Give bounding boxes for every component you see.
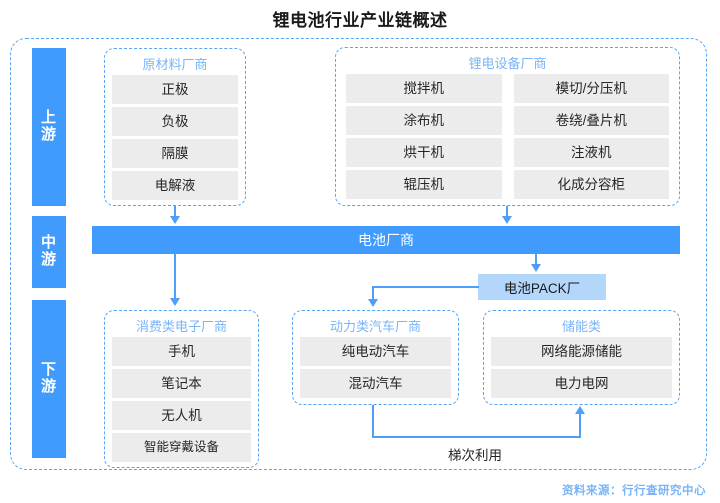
- raw-materials-item-list: 正极 负极 隔膜 电解液: [112, 75, 238, 200]
- group-lithium-equipment-title: 锂电设备厂商: [468, 56, 547, 71]
- consumer-item-list: 手机 笔记本 无人机 智能穿戴设备: [112, 337, 251, 462]
- list-item: 智能穿戴设备: [112, 433, 251, 462]
- page-title: 锂电池行业产业链概述: [272, 11, 448, 30]
- stage-upstream-char2: 游: [40, 126, 57, 143]
- equipment-right-column: 模切/分压机 卷绕/叠片机 注液机 化成分容柜: [513, 74, 669, 199]
- list-item: 涂布机: [346, 106, 502, 135]
- connector-reuse-up-to-storage: [579, 414, 581, 437]
- list-item: 化成分容柜: [513, 170, 669, 199]
- connector-battery-to-pack-arrow: [531, 264, 541, 272]
- list-item: 辊压机: [346, 170, 502, 199]
- list-item: 烘干机: [346, 138, 502, 167]
- stage-upstream-char1: 上: [40, 109, 57, 127]
- connector-pack-to-auto-horizontal: [372, 286, 479, 288]
- battery-pack-plant-box: 电池PACK厂: [478, 274, 606, 300]
- connector-raw-to-battery-arrow: [170, 216, 180, 224]
- list-item: 电力电网: [491, 369, 672, 398]
- list-item: 混动汽车: [300, 369, 451, 398]
- connector-pack-to-auto-vertical: [372, 286, 374, 299]
- list-item: 搅拌机: [346, 74, 502, 103]
- equipment-left-column: 搅拌机 涂布机 烘干机 辊压机: [346, 74, 502, 199]
- battery-makers-bar: 电池厂商: [92, 226, 680, 254]
- stage-downstream-char1: 下: [40, 361, 57, 379]
- group-automotive: 动力类汽车厂商 纯电动汽车 混动汽车: [292, 310, 459, 405]
- group-raw-materials: 原材料厂商 正极 负极 隔膜 电解液: [104, 48, 246, 206]
- list-item: 模切/分压机: [513, 74, 669, 103]
- list-item: 注液机: [513, 138, 669, 167]
- connector-battery-to-pack-line: [535, 254, 537, 266]
- stage-midstream-char2: 游: [40, 251, 57, 268]
- list-item: 无人机: [112, 401, 251, 430]
- automotive-item-list: 纯电动汽车 混动汽车: [300, 337, 451, 398]
- group-automotive-title: 动力类汽车厂商: [329, 319, 421, 334]
- connector-reuse-horizontal: [372, 436, 581, 438]
- stage-label-downstream: 下 游: [32, 300, 66, 458]
- list-item: 笔记本: [112, 369, 251, 398]
- connector-battery-to-consumer-line: [174, 254, 176, 298]
- list-item: 负极: [112, 107, 238, 136]
- energy-storage-item-list: 网络能源储能 电力电网: [491, 337, 672, 398]
- group-energy-storage: 储能类 网络能源储能 电力电网: [483, 310, 680, 405]
- connector-pack-to-auto-arrow: [368, 299, 378, 307]
- list-item: 纯电动汽车: [300, 337, 451, 366]
- connector-equipment-to-battery-line: [506, 206, 508, 218]
- list-item: 网络能源储能: [491, 337, 672, 366]
- list-item: 正极: [112, 75, 238, 104]
- list-item: 隔膜: [112, 139, 238, 168]
- reuse-label: 梯次利用: [448, 448, 502, 463]
- stage-label-upstream: 上 游: [32, 48, 66, 206]
- source-attribution: 资料来源：行行查研究中心: [562, 485, 706, 497]
- list-item: 卷绕/叠片机: [513, 106, 669, 135]
- stage-label-midstream: 中 游: [32, 216, 66, 288]
- stage-downstream-char2: 游: [40, 378, 57, 395]
- group-consumer-electronics-title: 消费类电子厂商: [135, 319, 227, 334]
- connector-equipment-to-battery-arrow: [502, 216, 512, 224]
- group-lithium-equipment: 锂电设备厂商 搅拌机 涂布机 烘干机 辊压机 模切/分压机 卷绕/叠片机 注液机…: [335, 47, 680, 206]
- connector-raw-to-battery-line: [174, 206, 176, 218]
- connector-battery-to-consumer-arrow: [170, 298, 180, 306]
- list-item: 电解液: [112, 171, 238, 200]
- connector-reuse-down-from-auto: [372, 405, 374, 438]
- group-consumer-electronics: 消费类电子厂商 手机 笔记本 无人机 智能穿戴设备: [104, 310, 259, 468]
- equipment-item-columns: 搅拌机 涂布机 烘干机 辊压机 模切/分压机 卷绕/叠片机 注液机 化成分容柜: [346, 74, 669, 199]
- stage-midstream-char1: 中: [40, 234, 57, 252]
- diagram-outer-frame: [10, 38, 707, 470]
- group-raw-materials-title: 原材料厂商: [142, 57, 208, 72]
- group-energy-storage-title: 储能类: [561, 319, 601, 334]
- connector-reuse-arrow: [575, 406, 585, 414]
- list-item: 手机: [112, 337, 251, 366]
